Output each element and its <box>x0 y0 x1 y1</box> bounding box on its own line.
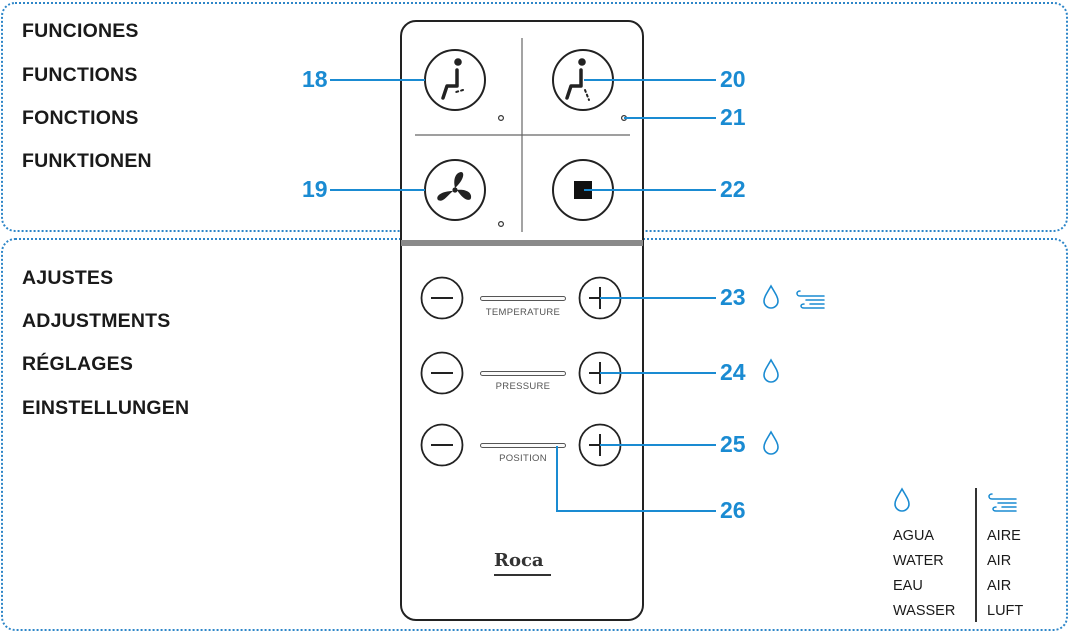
temperature-level-bar <box>480 296 566 301</box>
pressure-level-bar <box>480 371 566 376</box>
temperature-minus-button[interactable] <box>420 276 464 320</box>
callout-18: 18 <box>302 66 328 92</box>
leader-19 <box>330 189 425 191</box>
temperature-label: TEMPERATURE <box>485 307 561 318</box>
dryer-button[interactable] <box>423 158 487 222</box>
fan-icon <box>437 172 472 201</box>
leader-26-vertical <box>556 446 558 512</box>
legend-air-de: LUFT <box>987 603 1024 619</box>
leader-18 <box>330 79 425 81</box>
legend-water-drop-icon <box>894 487 910 512</box>
legend-air-fr: AIR <box>987 578 1012 594</box>
stop-icon <box>574 181 592 199</box>
callout-24: 24 <box>720 359 746 385</box>
legend-air-icon <box>988 493 1017 512</box>
callout-20: 20 <box>720 66 746 92</box>
leader-24 <box>600 372 716 374</box>
legend-water-en: WATER <box>893 553 944 569</box>
rear-wash-icon <box>441 58 464 100</box>
legend-water-es: AGUA <box>893 528 935 544</box>
leader-26 <box>556 510 716 512</box>
callout-25: 25 <box>720 431 746 457</box>
legend-divider <box>975 488 977 622</box>
brand-underline <box>494 574 551 576</box>
rear-wash-button[interactable] <box>423 48 487 112</box>
legend-air-en: AIR <box>987 553 1012 569</box>
leader-22 <box>584 189 716 191</box>
legend-water-fr: EAU <box>893 578 923 594</box>
adjustments-label-en: ADJUSTMENTS <box>22 310 171 332</box>
pressure-label: PRESSURE <box>495 381 551 392</box>
callout-22: 22 <box>720 176 746 202</box>
adjustments-label-de: EINSTELLUNGEN <box>22 397 190 419</box>
legend-air-es: AIRE <box>987 528 1021 544</box>
position-level-bar <box>480 443 566 448</box>
leader-20 <box>584 79 716 81</box>
functions-label-fr: FONCTIONS <box>22 107 139 129</box>
leader-23 <box>600 297 716 299</box>
callout-26: 26 <box>720 497 746 523</box>
functions-label-en: FUNCTIONS <box>22 64 138 86</box>
brand-logo: Roca <box>494 550 544 571</box>
front-wash-icon <box>565 58 590 101</box>
functions-label-es: FUNCIONES <box>22 20 139 42</box>
functions-label-de: FUNKTIONEN <box>22 150 152 172</box>
pressure-minus-button[interactable] <box>420 351 464 395</box>
adjustments-label-fr: RÉGLAGES <box>22 353 134 375</box>
air-icon <box>796 290 825 309</box>
indicator-led-dryer <box>497 220 505 228</box>
position-minus-button[interactable] <box>420 423 464 467</box>
callout-19: 19 <box>302 176 328 202</box>
leader-25 <box>600 444 716 446</box>
callout-21: 21 <box>720 104 746 130</box>
position-label: POSITION <box>499 453 547 464</box>
legend-water-de: WASSER <box>893 603 956 619</box>
leader-21 <box>624 117 716 119</box>
water-drop-icon <box>763 284 779 309</box>
water-drop-icon <box>763 430 779 455</box>
callout-23: 23 <box>720 284 746 310</box>
indicator-led-rear <box>497 114 505 122</box>
water-drop-icon <box>763 358 779 383</box>
adjustments-label-es: AJUSTES <box>22 267 114 289</box>
